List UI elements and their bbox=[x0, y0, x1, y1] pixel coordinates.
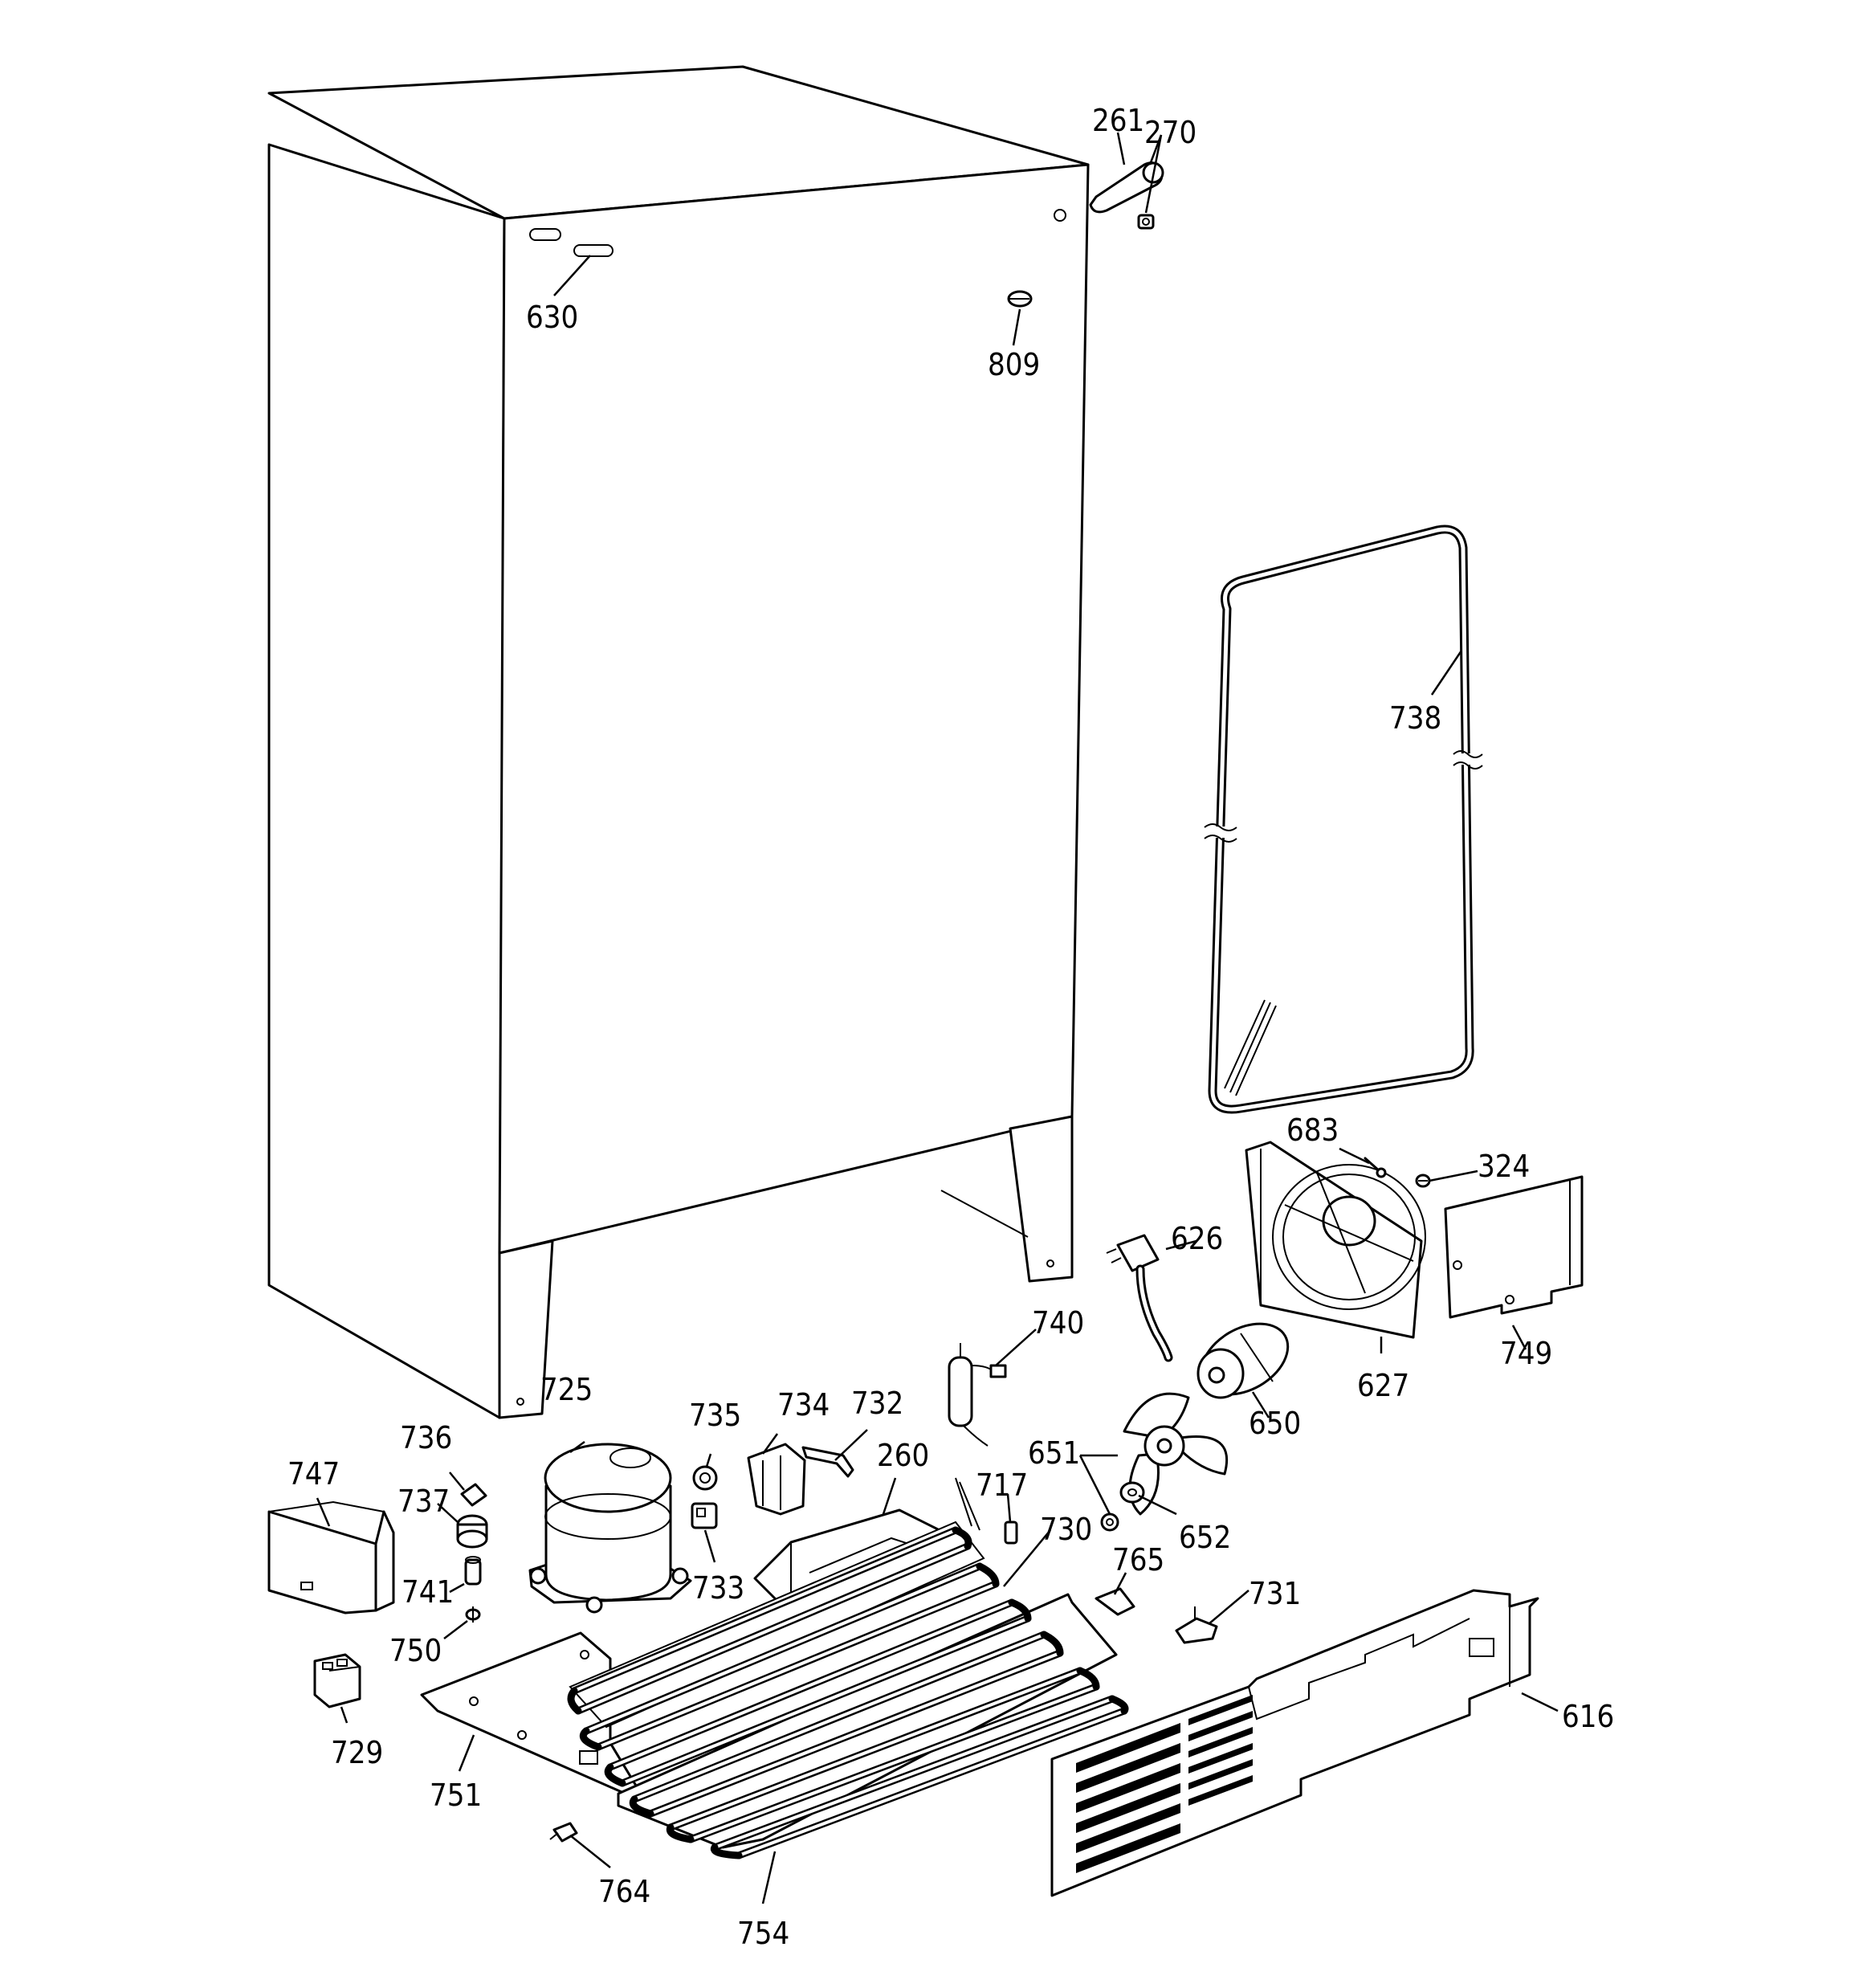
part-651-nut bbox=[1100, 1512, 1119, 1532]
part-731-bracket bbox=[1175, 1606, 1218, 1644]
part-725-compressor bbox=[528, 1443, 692, 1614]
label-725: 725 bbox=[540, 1372, 593, 1407]
part-650-fan-motor bbox=[1196, 1322, 1290, 1399]
part-729-relay bbox=[313, 1653, 361, 1708]
label-324: 324 bbox=[1478, 1149, 1530, 1184]
label-754: 754 bbox=[737, 1916, 789, 1951]
label-765: 765 bbox=[1112, 1542, 1164, 1578]
label-730: 730 bbox=[1040, 1512, 1092, 1547]
part-749-cover bbox=[1444, 1175, 1584, 1319]
leader-lines bbox=[316, 132, 1559, 1904]
label-717: 717 bbox=[976, 1468, 1028, 1503]
part-750-screw bbox=[465, 1606, 481, 1623]
label-683: 683 bbox=[1286, 1112, 1339, 1148]
part-733-overload bbox=[691, 1502, 718, 1529]
part-736-clip bbox=[460, 1483, 487, 1507]
part-738-heater-loop bbox=[1204, 525, 1483, 1114]
label-734: 734 bbox=[777, 1387, 830, 1423]
label-749: 749 bbox=[1500, 1336, 1552, 1371]
label-733: 733 bbox=[692, 1570, 744, 1606]
label-260: 260 bbox=[877, 1438, 929, 1473]
part-751-base-plate bbox=[420, 1631, 640, 1799]
part-765-clip bbox=[1095, 1587, 1135, 1616]
label-736: 736 bbox=[400, 1420, 452, 1455]
label-650: 650 bbox=[1249, 1406, 1301, 1441]
part-741-sleeve bbox=[464, 1556, 482, 1586]
part-764-clip bbox=[549, 1822, 578, 1843]
label-738: 738 bbox=[1389, 700, 1441, 736]
label-731: 731 bbox=[1249, 1576, 1301, 1611]
part-734-bracket bbox=[747, 1443, 806, 1516]
label-737: 737 bbox=[397, 1484, 450, 1519]
label-729: 729 bbox=[331, 1735, 383, 1770]
part-717-clip bbox=[1004, 1521, 1018, 1545]
part-735-grommet bbox=[692, 1465, 718, 1491]
part-261-hinge-pin bbox=[1089, 161, 1164, 214]
label-626: 626 bbox=[1171, 1221, 1223, 1256]
label-747: 747 bbox=[287, 1456, 340, 1492]
label-652: 652 bbox=[1179, 1520, 1231, 1555]
part-626-power-cord bbox=[1106, 1234, 1173, 1362]
label-630: 630 bbox=[526, 300, 578, 335]
label-735: 735 bbox=[689, 1398, 741, 1433]
part-627-fan-shroud bbox=[1245, 1141, 1426, 1339]
part-809-screw bbox=[1007, 290, 1033, 308]
label-750: 750 bbox=[389, 1633, 442, 1668]
label-627: 627 bbox=[1357, 1368, 1409, 1403]
label-616: 616 bbox=[1562, 1699, 1614, 1734]
part-324-screw bbox=[1415, 1174, 1431, 1188]
part-616-grille bbox=[1050, 1589, 1539, 1897]
cabinet-slot bbox=[529, 228, 561, 241]
label-751: 751 bbox=[430, 1778, 482, 1813]
part-683-screw bbox=[1364, 1157, 1387, 1178]
part-747-terminal-cover bbox=[267, 1500, 395, 1614]
cabinet-slot bbox=[573, 244, 614, 257]
label-809: 809 bbox=[988, 347, 1040, 382]
part-732-strap bbox=[801, 1446, 854, 1478]
cabinet bbox=[267, 65, 1090, 1419]
label-270: 270 bbox=[1144, 115, 1196, 150]
cabinet-hole bbox=[1054, 209, 1066, 222]
grille-slats bbox=[1076, 1695, 1253, 1873]
part-652-washer bbox=[1119, 1481, 1145, 1504]
label-741: 741 bbox=[402, 1574, 454, 1610]
part-730-condenser bbox=[567, 1477, 1129, 1859]
label-261: 261 bbox=[1092, 103, 1144, 138]
label-740: 740 bbox=[1032, 1305, 1084, 1341]
label-732: 732 bbox=[851, 1386, 903, 1421]
label-651: 651 bbox=[1028, 1435, 1080, 1471]
callout-labels: 261 270 630 809 738 683 324 626 749 627 … bbox=[287, 103, 1614, 1951]
label-764: 764 bbox=[598, 1874, 650, 1909]
part-737-grommet bbox=[456, 1514, 488, 1549]
part-740-capacitor bbox=[948, 1343, 1007, 1447]
part-270-nut bbox=[1137, 214, 1155, 230]
